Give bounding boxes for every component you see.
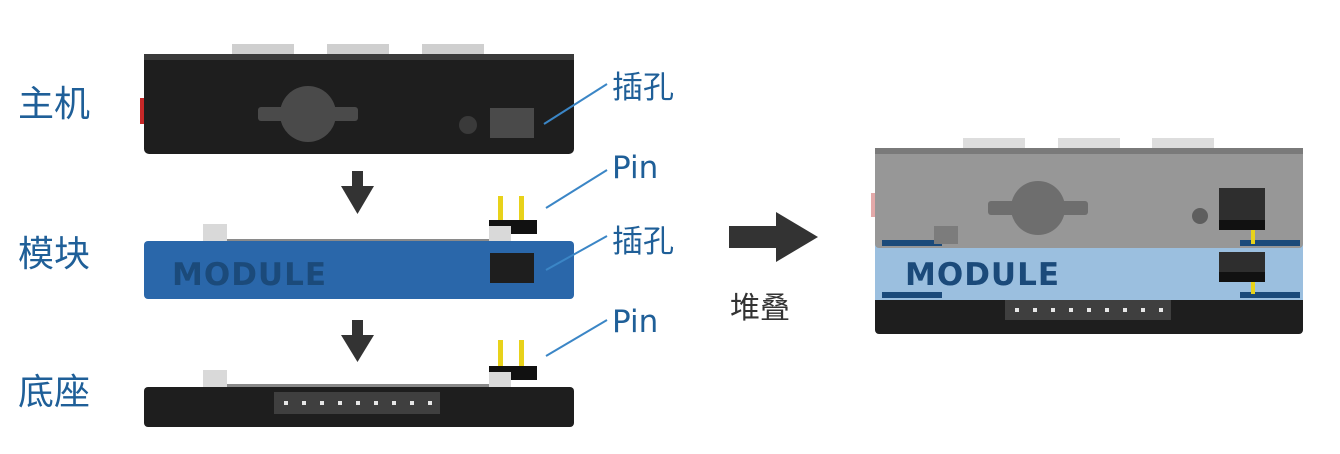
stacked-connector-dots — [1015, 308, 1163, 312]
stacked-side-button — [871, 193, 877, 217]
label-host: 主机 — [18, 84, 90, 125]
stacked-led-icon — [1192, 208, 1208, 224]
stacked-host — [875, 148, 1303, 248]
module-pin-cover — [489, 226, 511, 242]
stacked-socket — [1219, 252, 1265, 272]
module-pin-icon — [498, 196, 503, 224]
stacked-post — [934, 226, 958, 244]
base-connector-dots — [284, 401, 432, 405]
base-pin-icon — [498, 340, 503, 370]
down-arrow-icon — [341, 320, 374, 362]
label-module: 模块 — [18, 234, 90, 275]
label-base: 底座 — [18, 372, 90, 413]
host-socket — [490, 108, 534, 138]
stacked-host-top-edge — [875, 148, 1303, 154]
down-arrow-icon — [341, 171, 374, 214]
module-unit: MODULE — [144, 196, 574, 299]
stacked-pin-icon — [1251, 282, 1255, 294]
host-side-button — [140, 98, 146, 124]
callout-module-socket: 插孔 — [612, 224, 674, 260]
module-text: MODULE — [172, 257, 327, 293]
callout-line — [545, 235, 608, 271]
module-body — [144, 241, 574, 299]
host-led-icon — [459, 116, 477, 134]
host-top-button — [327, 44, 389, 56]
base-pin-icon — [519, 340, 524, 370]
base-unit — [144, 340, 574, 427]
stacked-assembly: MODULE — [871, 138, 1303, 334]
callout-base-pin: Pin — [612, 304, 658, 340]
stacked-dial-slot — [988, 201, 1088, 215]
callout-module-pin: Pin — [612, 150, 658, 186]
stacked-pin-header — [1219, 272, 1265, 282]
stacked-top-button — [1058, 138, 1120, 149]
stacked-top-button — [1152, 138, 1214, 149]
callout-line — [545, 169, 608, 209]
stacked-module-text: MODULE — [905, 257, 1060, 293]
callout-line — [545, 319, 608, 357]
stacked-socket — [1219, 188, 1265, 220]
stacked-pin-header — [1219, 220, 1265, 230]
stacked-pin-icon — [1251, 230, 1255, 244]
base-pin-cover — [489, 372, 511, 388]
stack-label: 堆叠 — [730, 291, 790, 326]
callout-line — [543, 83, 608, 125]
host-body — [144, 54, 574, 154]
host-top-button — [422, 44, 484, 56]
module-pin-icon — [519, 196, 524, 224]
callout-host-socket: 插孔 — [612, 70, 674, 106]
stacked-module-edge — [882, 292, 942, 298]
host-unit — [140, 44, 574, 154]
host-top-button — [232, 44, 294, 56]
host-top-edge — [144, 54, 574, 60]
stacked-top-button — [963, 138, 1025, 149]
host-dial-slot — [258, 107, 358, 121]
base-post — [203, 370, 227, 388]
stacked-host-edge — [1240, 240, 1300, 246]
module-post — [203, 224, 227, 242]
stacked-host-edge — [882, 240, 942, 246]
stacked-module-edge — [1240, 292, 1300, 298]
module-socket — [490, 253, 534, 283]
right-arrow-icon — [729, 212, 818, 262]
